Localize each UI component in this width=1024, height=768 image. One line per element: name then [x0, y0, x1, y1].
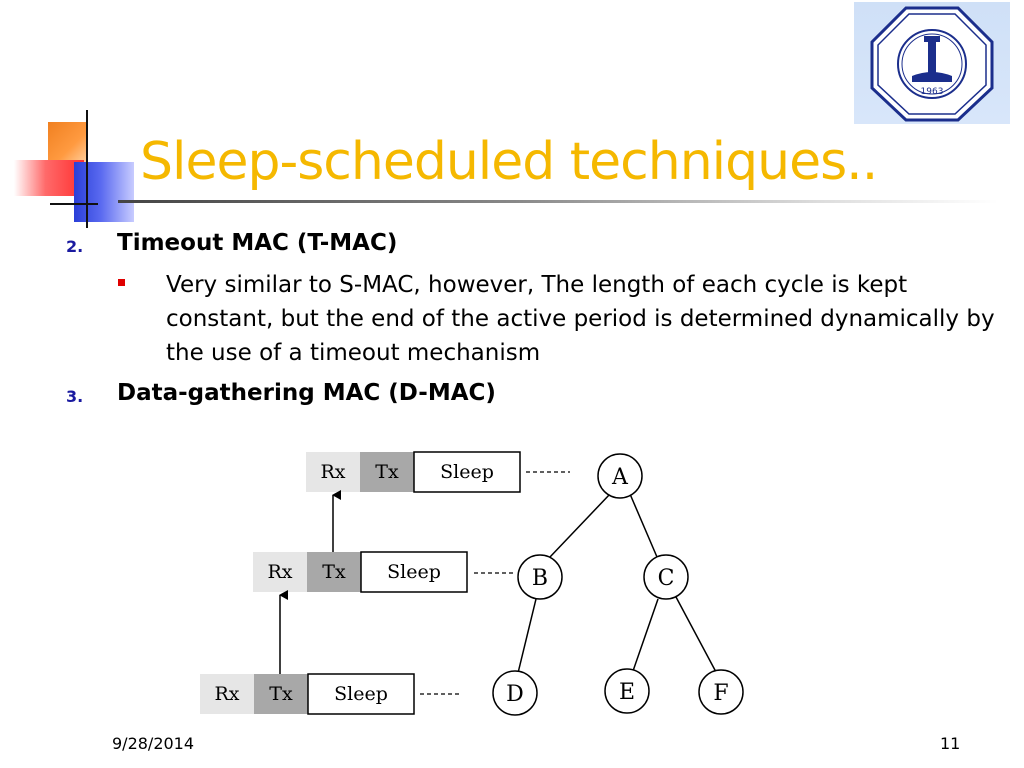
square-bullet-icon	[118, 279, 125, 286]
rx-label: Rx	[267, 561, 292, 583]
seal-icon: 1963	[870, 6, 994, 122]
tree-edges	[517, 493, 717, 674]
title-underline	[118, 200, 998, 203]
node-b: B	[517, 554, 563, 600]
sleep-label: Sleep	[440, 461, 494, 483]
item-number-2: 3.	[66, 387, 84, 406]
sub-bullet-text: Very similar to S-MAC, however, The leng…	[166, 272, 995, 366]
node-c: C	[643, 554, 689, 600]
sleep-label: Sleep	[387, 561, 441, 583]
decor-vertical-line	[86, 110, 88, 228]
tx-slot	[307, 552, 361, 592]
sleep-slot	[307, 673, 415, 715]
item-heading-tmac: Timeout MAC (T-MAC)	[117, 230, 398, 256]
svg-text:1963: 1963	[921, 87, 944, 97]
slot-row-1: Rx Tx Sleep	[306, 451, 570, 493]
node-f: F	[698, 669, 744, 715]
sleep-slot	[413, 451, 521, 493]
rx-slot	[306, 452, 360, 492]
rx-label: Rx	[320, 461, 345, 483]
node-a: A	[597, 453, 643, 499]
tx-label: Tx	[375, 461, 399, 483]
rx-slot	[200, 674, 254, 714]
tx-slot	[254, 674, 308, 714]
node-e: E	[604, 668, 650, 714]
footer-date: 9/28/2014	[112, 734, 195, 753]
tx-label: Tx	[269, 683, 293, 705]
svg-text:E: E	[619, 680, 635, 705]
slot-row-3: Rx Tx Sleep	[200, 673, 462, 715]
decor-blue-square	[74, 162, 134, 222]
tx-label: Tx	[322, 561, 346, 583]
decor-orange-square	[48, 122, 88, 162]
decor-horizontal-line	[50, 203, 98, 205]
svg-text:B: B	[532, 566, 548, 591]
node-d: D	[492, 670, 538, 716]
decor-red-square	[14, 160, 84, 196]
svg-text:A: A	[611, 465, 629, 490]
svg-text:D: D	[506, 682, 524, 707]
slide-title: Sleep-scheduled techniques..	[140, 132, 878, 192]
slot-row-2: Rx Tx Sleep	[253, 551, 516, 593]
item-number-1: 2.	[66, 237, 84, 256]
page-number: 11	[940, 734, 961, 753]
tx-slot	[360, 452, 414, 492]
sleep-label: Sleep	[334, 683, 388, 705]
rx-label: Rx	[214, 683, 239, 705]
rx-slot	[253, 552, 307, 592]
item-heading-dmac: Data-gathering MAC (D-MAC)	[117, 380, 496, 406]
sleep-slot	[360, 551, 468, 593]
svg-text:C: C	[658, 566, 675, 591]
university-logo: 1963	[854, 2, 1010, 124]
svg-text:F: F	[713, 681, 728, 706]
dmac-diagram: Rx Tx Sleep Rx Tx Sleep Rx Tx Sleep	[200, 451, 744, 716]
